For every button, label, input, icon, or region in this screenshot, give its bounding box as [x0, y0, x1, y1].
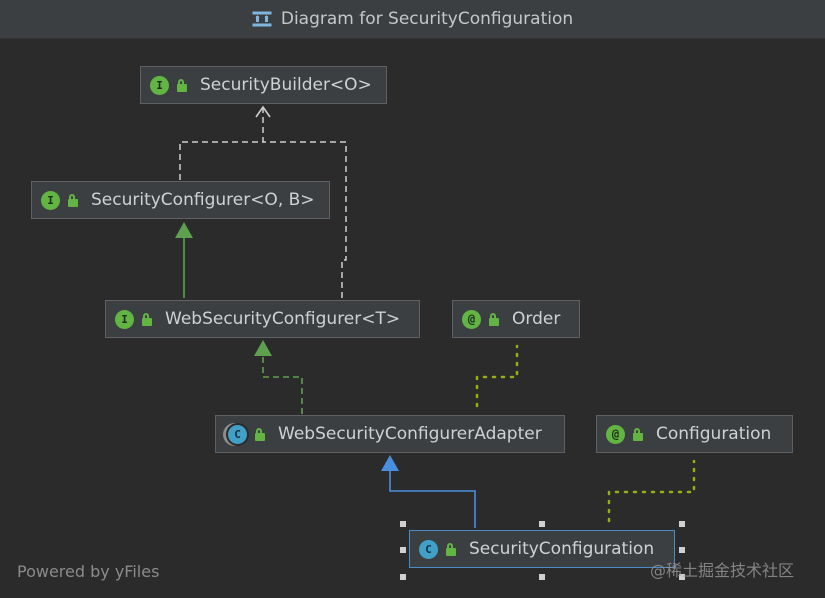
node-configuration[interactable]: @ Configuration: [596, 415, 793, 453]
node-label: SecurityConfigurer<O, B>: [91, 190, 315, 210]
selection-handle[interactable]: [400, 574, 406, 580]
node-label: WebSecurityConfigurer<T>: [165, 309, 401, 329]
selection-handle[interactable]: [400, 547, 406, 553]
interface-icon: I: [41, 190, 60, 210]
edge-adapter-to-order: [475, 344, 519, 408]
node-label: SecurityBuilder<O>: [200, 75, 372, 95]
arrowhead-adapter: [381, 455, 399, 471]
diagram-icon: [252, 11, 272, 27]
node-web-security-configurer[interactable]: I WebSecurityConfigurer<T>: [105, 300, 420, 338]
annotation-icon: @: [462, 309, 481, 329]
edge-securityconfiguration-to-configuration: [607, 459, 696, 523]
unlocked-icon: [487, 312, 501, 326]
unlocked-icon: [66, 193, 80, 207]
arrowhead-websecurityconfigurer: [254, 340, 272, 356]
watermark: @稀土掘金技术社区: [650, 561, 795, 580]
class-icon: C: [419, 539, 438, 559]
edge-securityconfiguration-to-adapter: [389, 471, 476, 528]
unlocked-icon: [175, 78, 189, 92]
interface-icon: I: [150, 75, 169, 95]
powered-by-label: Powered by yFiles: [17, 562, 160, 581]
selection-handle[interactable]: [400, 521, 406, 527]
node-security-configurer[interactable]: I SecurityConfigurer<O, B>: [31, 181, 330, 219]
selection-handle[interactable]: [679, 521, 685, 527]
edge-websecurityconfigurer-to-builder: [263, 141, 347, 298]
arrowhead-configurer: [175, 222, 193, 238]
node-order[interactable]: @ Order: [452, 300, 580, 338]
window-title: Diagram for SecurityConfiguration: [280, 9, 574, 29]
edge-adapter-to-websecurityconfigurer: [262, 356, 303, 414]
annotation-icon: @: [606, 424, 625, 444]
node-security-builder[interactable]: I SecurityBuilder<O>: [140, 66, 387, 104]
unlocked-icon: [253, 427, 267, 441]
node-label: WebSecurityConfigurerAdapter: [278, 424, 542, 444]
selection-handle[interactable]: [539, 574, 545, 580]
abstract-class-icon: C: [228, 424, 247, 444]
selection-handle[interactable]: [679, 547, 685, 553]
window-titlebar: Diagram for SecurityConfiguration: [0, 0, 825, 39]
node-web-security-configurer-adapter[interactable]: C WebSecurityConfigurerAdapter: [215, 415, 565, 453]
node-label: Order: [512, 309, 561, 329]
arrowhead-builder: [255, 105, 271, 118]
node-label: SecurityConfiguration: [469, 539, 655, 559]
unlocked-icon: [444, 542, 458, 556]
unlocked-icon: [631, 427, 645, 441]
selection-handle[interactable]: [679, 574, 685, 580]
node-label: Configuration: [656, 424, 772, 444]
node-security-configuration[interactable]: C SecurityConfiguration: [409, 530, 675, 568]
edge-configurer-to-builder: [179, 108, 264, 180]
selection-handle[interactable]: [539, 521, 545, 527]
interface-icon: I: [115, 309, 134, 329]
unlocked-icon: [140, 312, 154, 326]
